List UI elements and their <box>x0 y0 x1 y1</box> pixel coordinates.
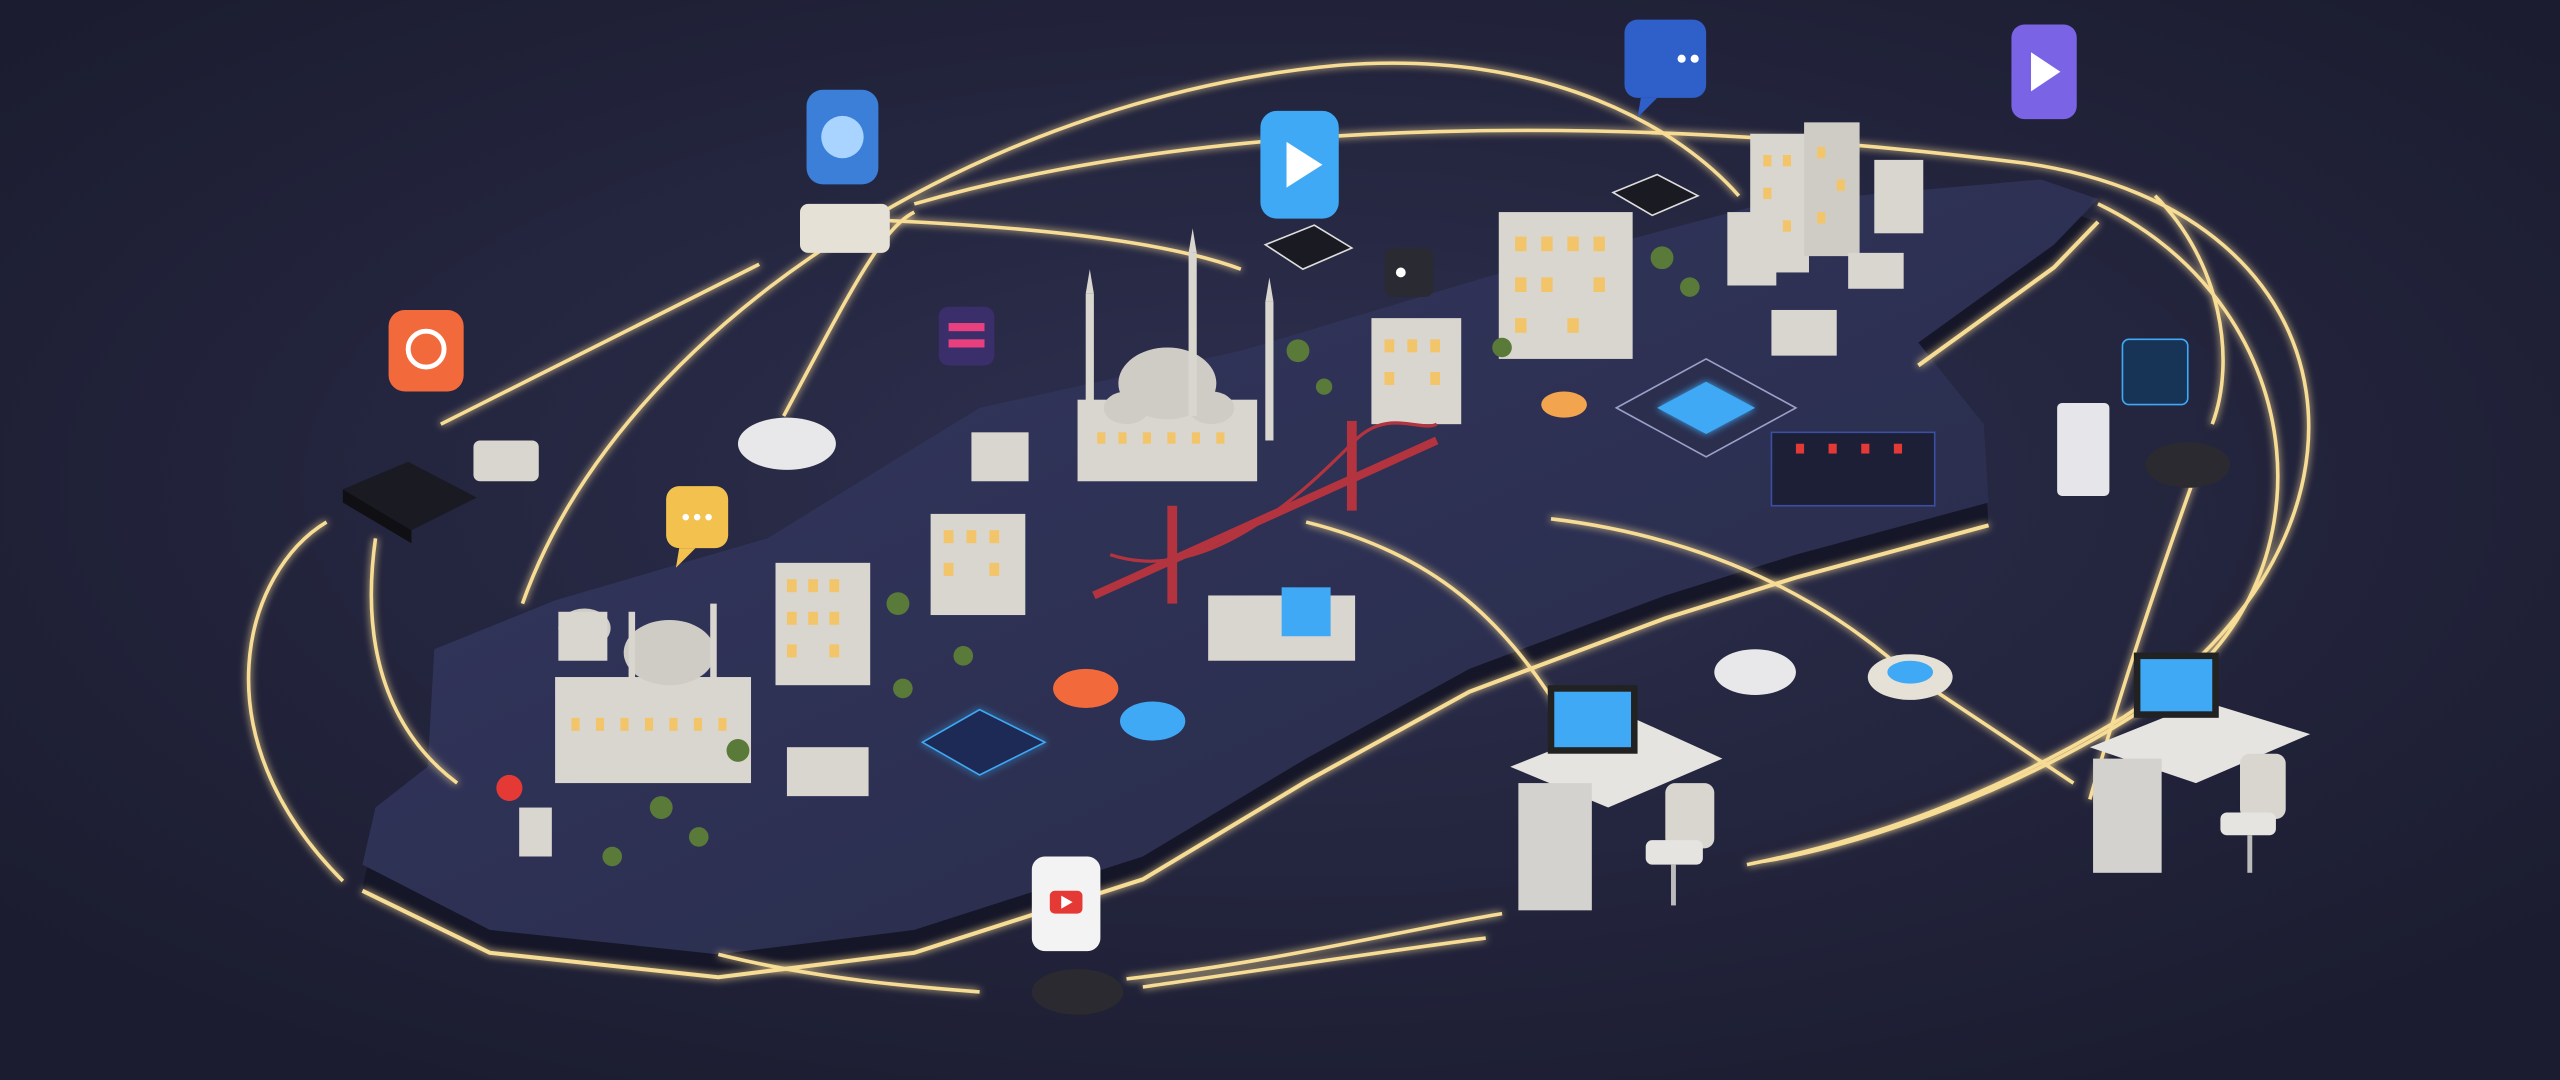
youtube-play-icon <box>1031 856 1101 952</box>
orange-chat-app-icon <box>388 309 464 392</box>
blue-chat-bubble-icon <box>1624 19 1707 118</box>
game-controller-icon <box>737 417 2231 1015</box>
tablet-icon <box>1263 173 2189 406</box>
dark-chat-bubble-icon <box>1384 247 1434 297</box>
tower <box>1727 122 1924 286</box>
landmass-glow-edge <box>361 523 1990 980</box>
purple-play-icon <box>2011 24 2077 120</box>
office-chair <box>2220 753 2286 873</box>
map-pin <box>496 774 552 857</box>
building <box>1371 318 1462 425</box>
data-hub-platform <box>920 357 1953 776</box>
gaming-desk-left <box>1510 685 1723 911</box>
buildings <box>558 122 1924 797</box>
blue-globe-app-icon <box>806 89 879 185</box>
office-chair <box>1645 783 1715 906</box>
magenta-chat-bubble-icon <box>938 306 995 366</box>
blue-play-icon <box>1260 110 1339 219</box>
game-console-icon <box>2057 402 2110 496</box>
play-button-disc <box>1053 391 1587 741</box>
building <box>930 513 1026 616</box>
mosque-large <box>1077 228 1274 482</box>
small-houses <box>558 252 1904 797</box>
router-icon <box>342 461 477 544</box>
building <box>1498 212 1633 359</box>
network-arcs <box>246 61 2311 994</box>
building <box>775 562 871 686</box>
console-box <box>473 203 890 482</box>
suspension-bridge <box>1092 420 1439 604</box>
yellow-chat-bubble-icon <box>666 486 729 568</box>
trees <box>602 246 1700 867</box>
building-blue-glass <box>1208 587 1356 661</box>
gaming-desk-right <box>2089 652 2311 873</box>
